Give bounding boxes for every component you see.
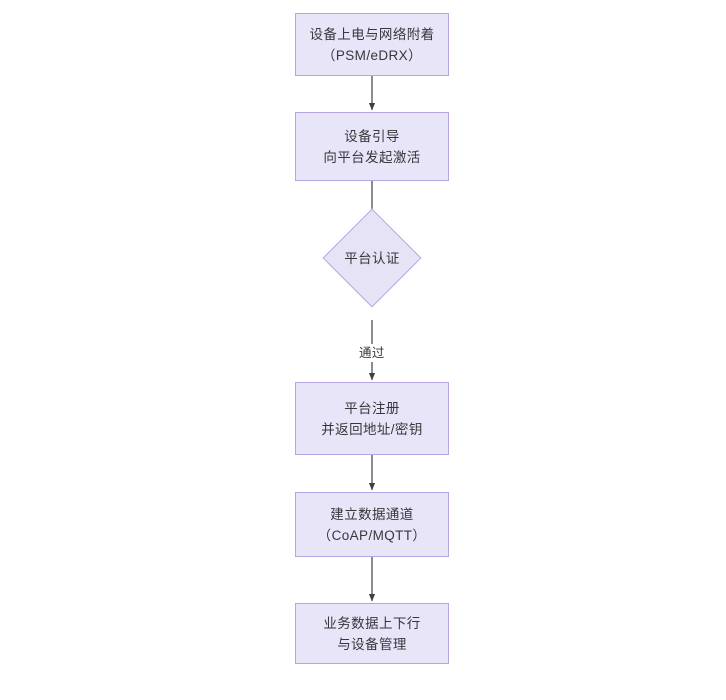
flow-node-device-bootstrap[interactable]: 设备引导 向平台发起激活 [295,112,449,181]
flow-node-label: 设备上电与网络附着 （PSM/eDRX） [309,26,435,63]
flow-node-label: 平台认证 [344,250,400,266]
flow-node-establish-data-channel[interactable]: 建立数据通道 （CoAP/MQTT） [295,492,449,557]
flow-node-label: 平台注册 并返回地址/密钥 [321,400,423,437]
flow-node-platform-registration[interactable]: 平台注册 并返回地址/密钥 [295,382,449,455]
flow-node-platform-authentication[interactable]: 平台认证 [322,208,422,308]
flow-node-label: 建立数据通道 （CoAP/MQTT） [317,506,427,543]
flow-node-device-power-on[interactable]: 设备上电与网络附着 （PSM/eDRX） [295,13,449,76]
flow-node-business-data-and-device-management[interactable]: 业务数据上下行 与设备管理 [295,603,449,664]
edge-label-pass: 通过 [356,344,388,362]
flow-node-label: 业务数据上下行 与设备管理 [323,615,421,652]
flow-node-label: 设备引导 向平台发起激活 [323,128,421,165]
